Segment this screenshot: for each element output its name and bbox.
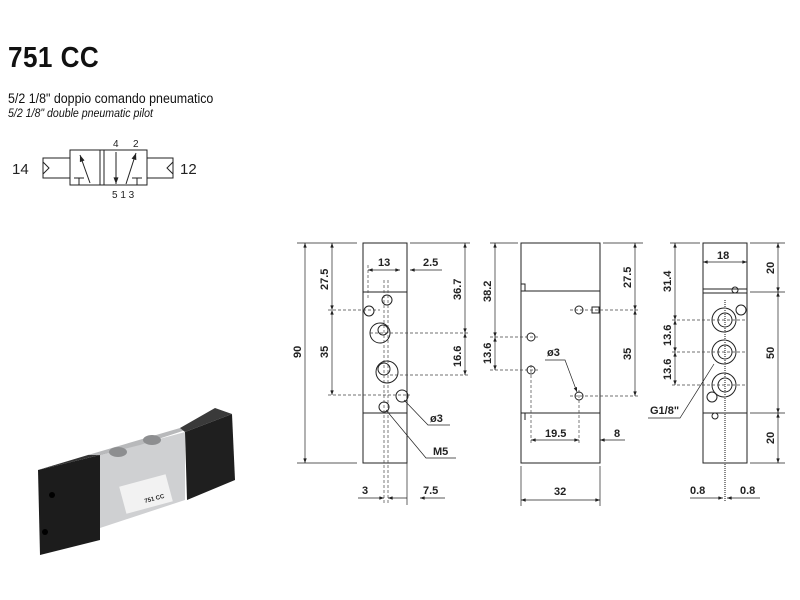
port-2-label: 2 — [133, 139, 139, 150]
product-title: 751 CC — [8, 42, 100, 74]
dim-13-6-b: 13.6 — [662, 359, 674, 380]
pilot-14-label: 14 — [12, 161, 29, 178]
port-thread-label: G1/8" — [650, 405, 679, 417]
front-view: 90 27.5 35 13 2.5 36.7 16.6 ø3 M5 3 7.5 — [292, 242, 470, 505]
dim-0-8-left: 0.8 — [690, 485, 705, 497]
dim-36-7: 36.7 — [452, 279, 464, 300]
dim-35: 35 — [319, 346, 331, 358]
dim-20-bottom: 20 — [765, 432, 777, 444]
subtitle-italian: 5/2 1/8" doppio comando pneumatico — [8, 91, 214, 106]
dim-35-side: 35 — [622, 348, 634, 360]
thread-label: M5 — [433, 446, 448, 458]
dim-31-4: 31.4 — [662, 270, 674, 292]
ports-bottom-label: 5 1 3 — [112, 190, 135, 201]
product-photo: 751 CC — [38, 408, 235, 555]
dim-20-top: 20 — [765, 262, 777, 274]
dim-18: 18 — [717, 250, 729, 262]
end-view: 18 31.4 13.6 13.6 20 50 20 G1/8" 0.8 0.8 — [648, 242, 785, 502]
pilot-12-label: 12 — [180, 161, 197, 178]
hole-label-side: ø3 — [547, 347, 560, 359]
dim-2-5: 2.5 — [423, 257, 438, 269]
dim-13: 13 — [378, 257, 390, 269]
dim-38-2: 38.2 — [482, 281, 494, 302]
valve-symbol: 14 12 4 2 5 1 3 — [12, 139, 197, 201]
dim-overall-height: 90 — [292, 346, 304, 358]
dim-19-5: 19.5 — [545, 428, 566, 440]
dim-50: 50 — [765, 347, 777, 359]
dim-32: 32 — [554, 486, 566, 498]
dim-16-6: 16.6 — [452, 346, 464, 367]
dim-27-5-side: 27.5 — [622, 267, 634, 288]
dim-13-6: 13.6 — [482, 343, 494, 364]
subtitle-english: 5/2 1/8" double pneumatic pilot — [8, 108, 153, 120]
hole-label: ø3 — [430, 413, 443, 425]
dim-0-8-right: 0.8 — [740, 485, 755, 497]
side-view: 38.2 13.6 27.5 35 ø3 19.5 8 32 — [482, 242, 643, 506]
port-4-label: 4 — [113, 139, 119, 150]
dim-13-6-a: 13.6 — [662, 325, 674, 346]
photo-model-label: 751 CC — [144, 494, 166, 505]
dim-7-5: 7.5 — [423, 485, 438, 497]
dim-3: 3 — [362, 485, 368, 497]
dim-8: 8 — [614, 428, 620, 440]
dim-27-5: 27.5 — [319, 269, 331, 290]
